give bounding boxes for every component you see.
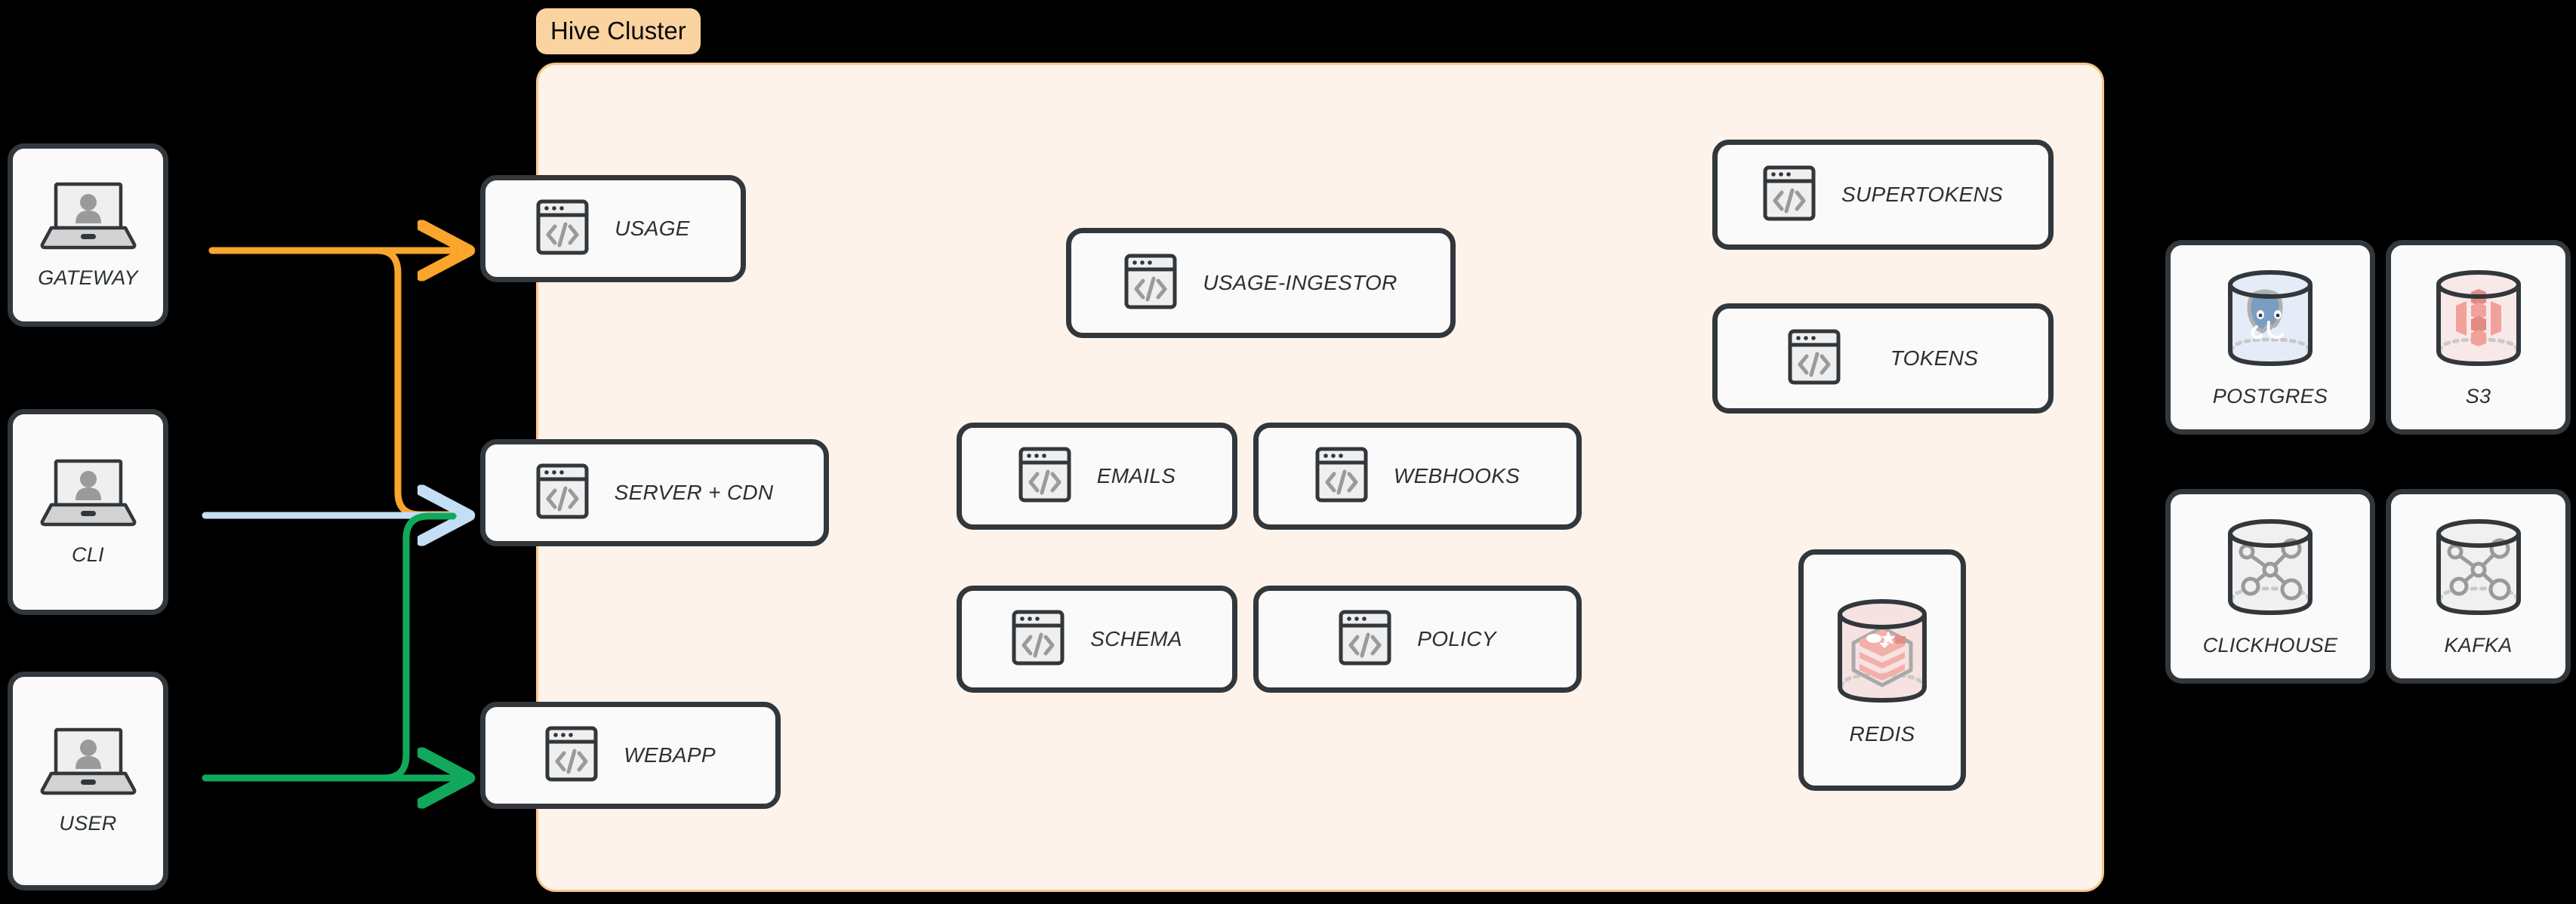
service-node-label: USAGE-INGESTOR — [1203, 271, 1397, 294]
service-node-webhooks[interactable]: WEBHOOKS — [1253, 423, 1582, 530]
service-node-supertokens[interactable]: SUPERTOKENS — [1712, 140, 2054, 250]
datastore-node-label: POSTGRES — [2212, 385, 2328, 407]
service-node-webapp[interactable]: WEBAPP — [480, 702, 781, 809]
laptop-icon — [40, 458, 137, 531]
datastore-node-label: S3 — [2465, 385, 2491, 407]
datastore-node-label: REDIS — [1849, 721, 1915, 746]
laptop-icon — [40, 727, 137, 800]
postgres-cylinder-icon — [2223, 266, 2317, 373]
client-node-gateway[interactable]: GATEWAY — [8, 143, 168, 327]
service-node-label: SERVER + CDN — [614, 481, 774, 504]
client-node-user[interactable]: USER — [8, 672, 168, 890]
code-window-icon — [1763, 165, 1816, 225]
code-window-icon — [1012, 610, 1065, 669]
laptop-icon — [40, 181, 137, 254]
redis-cylinder-icon — [1832, 595, 1932, 710]
service-node-emails[interactable]: EMAILS — [957, 423, 1237, 530]
client-node-label: USER — [59, 812, 117, 835]
datastore-node-clickhouse[interactable]: CLICKHOUSE — [2165, 489, 2375, 684]
datastore-node-label: CLICKHOUSE — [2202, 634, 2338, 656]
service-node-policy[interactable]: POLICY — [1253, 586, 1582, 693]
service-node-schema[interactable]: SCHEMA — [957, 586, 1237, 693]
datastore-node-redis[interactable]: REDIS — [1798, 549, 1966, 791]
service-node-usage[interactable]: USAGE — [480, 175, 746, 282]
s3-cylinder-icon — [2432, 266, 2525, 373]
edge-user — [202, 512, 453, 778]
client-node-label: CLI — [72, 543, 104, 566]
service-node-tokens[interactable]: TOKENS — [1712, 303, 2054, 414]
service-node-label: SUPERTOKENS — [1841, 183, 2003, 206]
service-node-label: USAGE — [615, 217, 690, 240]
service-node-label: WEBHOOKS — [1393, 464, 1521, 487]
service-node-server-cdn[interactable]: SERVER + CDN — [480, 439, 829, 546]
edge-gateway — [208, 251, 453, 518]
service-node-label: EMAILS — [1096, 464, 1176, 487]
code-window-icon — [536, 463, 589, 523]
code-window-icon — [1018, 447, 1071, 506]
network-cylinder-icon — [2432, 515, 2525, 622]
code-window-icon — [545, 726, 598, 786]
hive-cluster-badge: Hive Cluster — [536, 8, 701, 54]
network-cylinder-icon — [2223, 515, 2317, 622]
service-node-usage-ingestor[interactable]: USAGE-INGESTOR — [1066, 228, 1456, 338]
code-window-icon — [1339, 610, 1391, 669]
client-node-label: GATEWAY — [38, 266, 138, 289]
datastore-node-label: KAFKA — [2444, 634, 2513, 656]
code-window-icon — [1788, 329, 1841, 389]
code-window-icon — [536, 199, 589, 259]
client-node-cli[interactable]: CLI — [8, 409, 168, 615]
code-window-icon — [1124, 254, 1177, 313]
service-node-label: TOKENS — [1890, 346, 1979, 370]
service-node-label: WEBAPP — [624, 743, 716, 767]
datastore-node-kafka[interactable]: KAFKA — [2386, 489, 2571, 684]
datastore-node-postgres[interactable]: POSTGRES — [2165, 240, 2375, 435]
code-window-icon — [1315, 447, 1368, 506]
datastore-node-s3[interactable]: S3 — [2386, 240, 2571, 435]
service-node-label: POLICY — [1417, 627, 1496, 650]
service-node-label: SCHEMA — [1090, 627, 1182, 650]
